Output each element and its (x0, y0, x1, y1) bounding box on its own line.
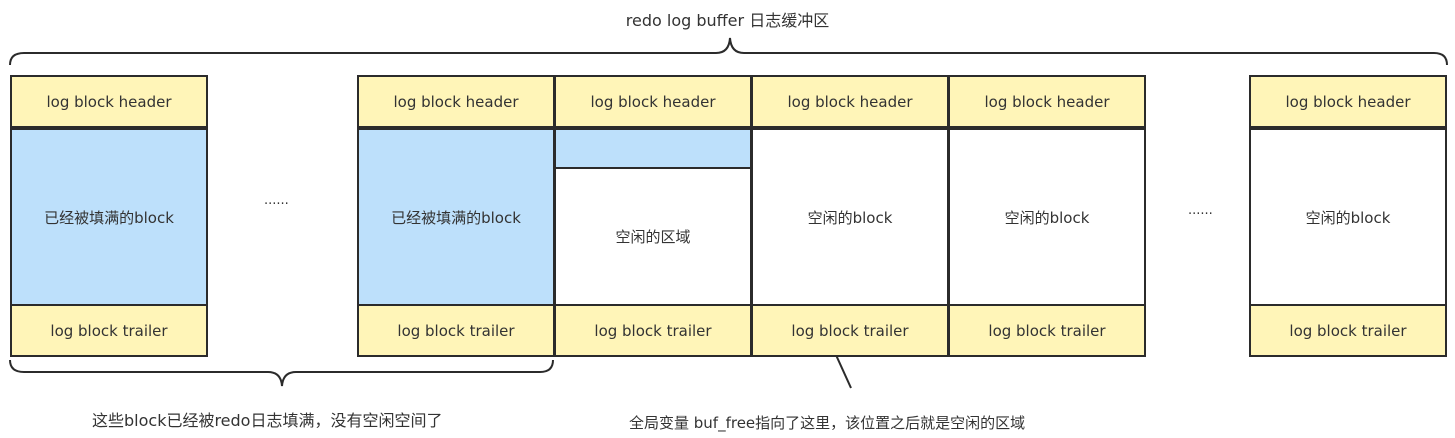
block-1-body: 已经被填满的block (10, 128, 208, 306)
block-6-header: log block header (1249, 75, 1447, 128)
ellipsis-1: ...... (264, 193, 289, 208)
block-2-body: 已经被填满的block (357, 128, 555, 306)
block-3-trailer: log block trailer (554, 304, 752, 357)
block-4-header: log block header (751, 75, 949, 128)
block-6-body: 空闲的block (1249, 128, 1447, 306)
buf-free-caption: 全局变量 buf_free指向了这里，该位置之后就是空闲的区域 (629, 414, 1026, 432)
ellipsis-2: ...... (1188, 203, 1213, 218)
block-4-trailer: log block trailer (751, 304, 949, 357)
block-1-header: log block header (10, 75, 208, 128)
block-3-filled-part (554, 128, 752, 169)
diagram-title: redo log buffer 日志缓冲区 (625, 11, 830, 30)
block-3-header: log block header (554, 75, 752, 128)
block-5-trailer: log block trailer (948, 304, 1146, 357)
top-brace (9, 37, 1448, 66)
block-5-body: 空闲的block (948, 128, 1146, 306)
block-6-trailer: log block trailer (1249, 304, 1447, 357)
block-2-trailer: log block trailer (357, 304, 555, 357)
block-1-trailer: log block trailer (10, 304, 208, 357)
block-5-header: log block header (948, 75, 1146, 128)
bottom-brace (9, 359, 554, 387)
filled-blocks-caption: 这些block已经被redo日志填满，没有空闲空间了 (92, 411, 443, 430)
block-4-body: 空闲的block (751, 128, 949, 306)
block-2-header: log block header (357, 75, 555, 128)
block-3-free-area: 空闲的区域 (554, 167, 752, 306)
